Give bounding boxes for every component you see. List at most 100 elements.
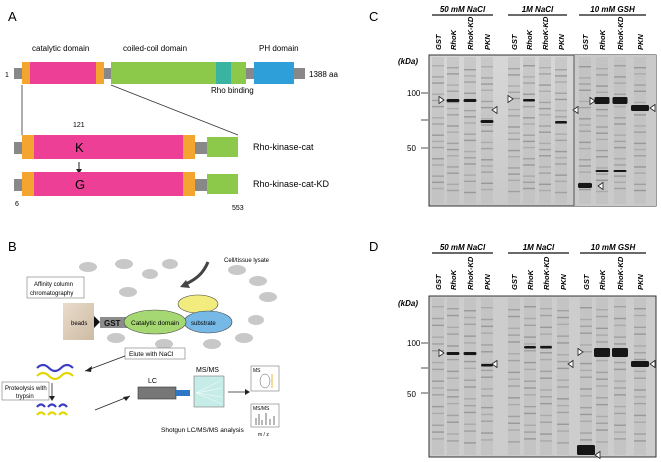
faint-band — [579, 124, 591, 126]
protein-band — [594, 97, 610, 104]
faint-band — [555, 150, 567, 153]
faint-band — [580, 432, 592, 434]
faint-band — [540, 314, 552, 317]
faint-band — [614, 158, 626, 160]
faint-band — [508, 138, 520, 141]
faint-band — [523, 105, 535, 108]
faint-band — [432, 361, 444, 364]
lane-track — [614, 57, 626, 204]
faint-band — [523, 117, 535, 119]
faint-band — [634, 396, 646, 398]
faint-band — [524, 431, 536, 433]
faint-band — [464, 75, 476, 77]
group-header: 1M NaCl — [523, 243, 555, 252]
faint-band — [540, 358, 552, 361]
faint-band — [464, 367, 476, 370]
protein-band — [631, 105, 649, 111]
faint-band — [596, 115, 608, 117]
faint-band — [614, 140, 626, 143]
faint-band — [634, 326, 646, 329]
faint-band — [432, 438, 444, 440]
lane-label: RhoK-KD — [541, 16, 550, 50]
faint-band — [508, 91, 520, 93]
faint-band — [539, 166, 551, 168]
faint-band — [579, 165, 591, 167]
protein-band — [481, 364, 493, 367]
faint-band — [464, 174, 476, 176]
faint-band — [481, 165, 493, 167]
lane-label: RhoK-KD — [542, 256, 551, 290]
faint-band — [596, 397, 608, 399]
lane-track — [596, 57, 608, 204]
faint-band — [557, 323, 569, 326]
faint-band — [596, 68, 608, 70]
faint-band — [557, 404, 569, 407]
faint-band — [579, 118, 591, 120]
residue-wildtype: K — [75, 140, 84, 155]
lane-track — [634, 298, 646, 455]
faint-band — [634, 189, 646, 192]
faint-band — [432, 350, 444, 352]
band-arrowhead — [507, 94, 514, 104]
faint-band — [580, 376, 592, 378]
faint-band — [508, 422, 520, 424]
msms-peaks — [255, 413, 275, 425]
faint-band — [557, 335, 569, 337]
faint-band — [596, 327, 608, 330]
faint-band — [447, 189, 459, 192]
faint-band — [447, 421, 459, 423]
group-header: 1M NaCl — [522, 5, 554, 14]
faint-band — [579, 141, 591, 144]
panel-b: B Cell/tissue lysate Affinity column chr… — [1, 239, 280, 438]
faint-band — [596, 167, 608, 169]
protein-band — [446, 99, 460, 102]
lc-column — [137, 386, 177, 400]
catalytic-label: Catalytic domain — [131, 320, 179, 327]
faint-band — [481, 307, 493, 309]
band-arrowhead — [649, 103, 656, 113]
faint-band — [464, 122, 476, 124]
faint-band — [523, 181, 535, 184]
faint-band — [524, 424, 536, 426]
faint-band — [580, 344, 592, 346]
faint-band — [596, 378, 608, 380]
gel-c-lanes — [432, 57, 656, 204]
ms-spectrum — [250, 365, 280, 392]
faint-band — [614, 424, 626, 426]
faint-band — [464, 423, 476, 425]
protein-band — [523, 99, 535, 102]
faint-band — [447, 183, 459, 186]
faint-band — [464, 163, 476, 165]
faint-band — [555, 180, 567, 183]
faint-band — [508, 359, 520, 362]
faint-band — [432, 134, 444, 136]
lane-track — [464, 298, 476, 455]
faint-band — [524, 412, 536, 415]
faint-band — [481, 182, 493, 185]
lane-label: RhoK-KD — [616, 256, 625, 290]
faint-band — [557, 430, 569, 432]
group-header: 50 mM NaCl — [440, 5, 486, 14]
faint-band — [481, 130, 493, 132]
faint-band — [579, 106, 591, 109]
faint-band — [481, 106, 493, 109]
faint-band — [447, 107, 459, 110]
elute-arrow-head — [85, 366, 92, 372]
faint-band — [634, 421, 646, 423]
elute-arrow — [84, 355, 126, 372]
faint-band — [557, 316, 569, 319]
cat-start-number: 6 — [15, 201, 19, 208]
faint-band — [523, 158, 535, 160]
faint-band — [447, 402, 459, 405]
faint-band — [634, 440, 646, 442]
ms-peak-circle — [259, 373, 271, 389]
faint-band — [634, 148, 646, 151]
faint-band — [596, 108, 608, 111]
faint-band — [508, 309, 520, 311]
faint-band — [596, 309, 608, 311]
faint-band — [447, 131, 459, 133]
faint-band — [555, 98, 567, 101]
faint-band — [464, 404, 476, 407]
kda-label: (kDa) — [398, 57, 418, 66]
faint-band — [464, 342, 476, 344]
